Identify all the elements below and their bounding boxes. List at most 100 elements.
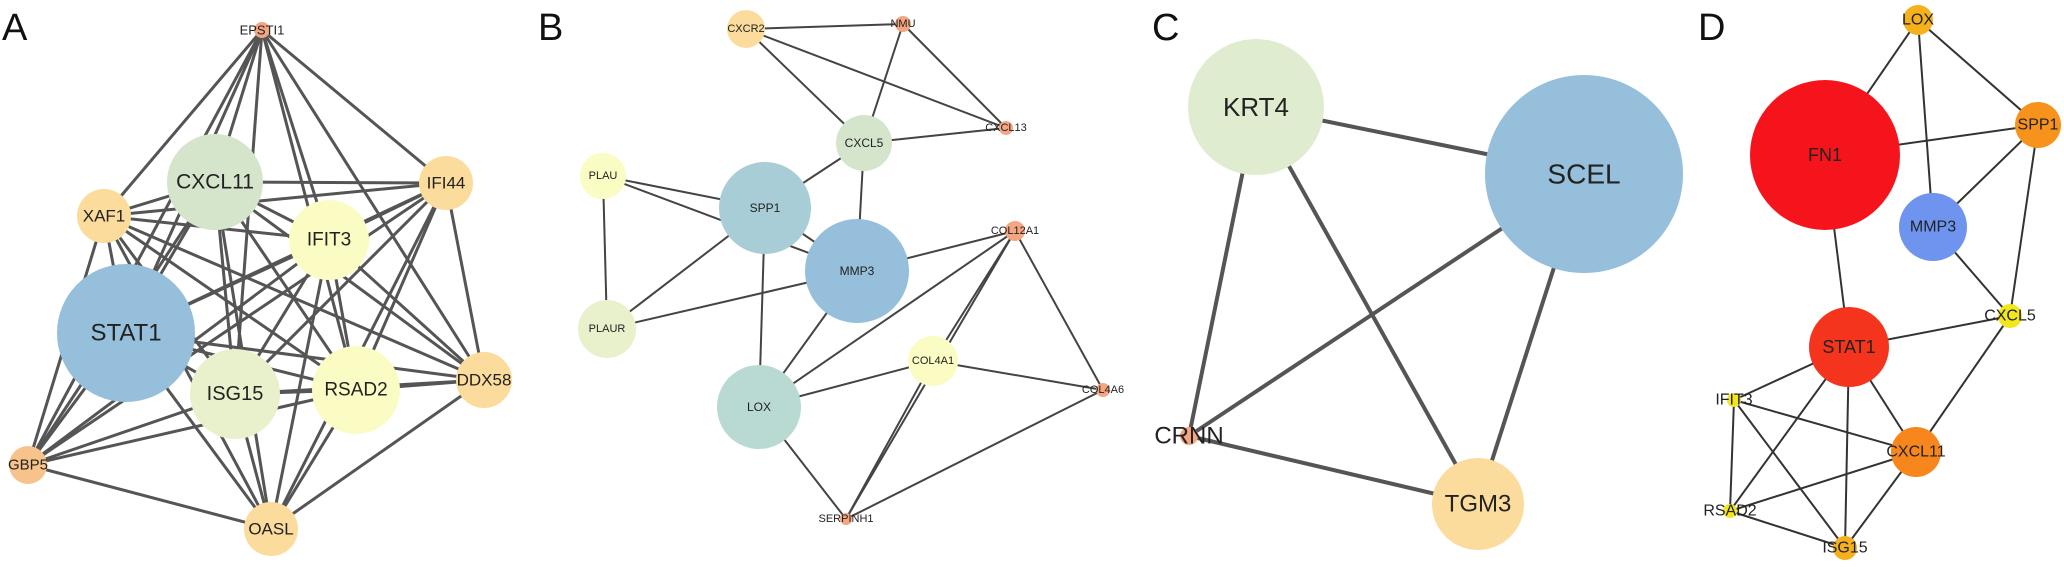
panel-a-node-ddx58-circle [456, 352, 512, 408]
panel-a-node-cxcl11-label: CXCL11 [176, 171, 254, 194]
panel-b-node-cxcl5-label: CXCL5 [845, 136, 884, 150]
panel-a-node-rsad2-circle [312, 346, 400, 434]
panel-b-node-spp1: SPP1 [719, 162, 811, 254]
panel-a-node-epsti1: EPSTI1 [240, 22, 285, 38]
panel-a-edge-ifi44-isg15 [233, 181, 448, 396]
panel-b-node-lox-circle [717, 365, 801, 449]
panel-b-node-col12a1: COL12A1 [991, 221, 1039, 241]
panel-b-node-cxcl13-circle [999, 121, 1013, 135]
panel-b-node-plaur-label: PLAUR [589, 323, 626, 335]
panel-a-letter: A [2, 7, 28, 49]
panel-b-node-spp1-circle [719, 162, 811, 254]
panel-c-node-tgm3-circle [1432, 458, 1524, 550]
panel-a-node-cxcl11-circle [167, 134, 263, 230]
panel-a-node-xaf1: XAF1 [77, 189, 131, 243]
panel-a-edge-rsad2-gbp5 [27, 388, 357, 467]
panel-a-edge-ifi44-ddx58 [444, 182, 486, 381]
panel-b-node-nmu-circle [895, 16, 911, 32]
panel-a-node-cxcl11: CXCL11 [167, 134, 263, 230]
panel-a-node-epsti1-circle [254, 22, 270, 38]
panel-d-edge-lox-spp1 [1917, 19, 2039, 126]
panel-c-node-tgm3-label: TGM3 [1445, 491, 1512, 518]
panel-a-node-ifit3-circle [289, 200, 369, 280]
panel-a-node-isg15-circle [190, 349, 280, 439]
panel-d-node-stat1: STAT1 [1809, 307, 1889, 387]
panel-b-node-cxcl13: CXCL13 [985, 121, 1027, 135]
panel-a-edge-ddx58-oasl [270, 378, 485, 531]
panel-a-node-gbp5: GBP5 [8, 446, 48, 484]
panel-b-letter: B [538, 7, 563, 49]
panel-d-edge-ifit3-rsad2 [1729, 399, 1735, 512]
panel-c-node-krt4-label: KRT4 [1223, 92, 1289, 122]
panel-d-node-fn1-circle [1750, 80, 1900, 230]
panel-b-node-col4a6-label: COL4A6 [1082, 384, 1124, 396]
panel-b-node-mmp3: MMP3 [805, 219, 909, 323]
panel-b-node-mmp3-circle [805, 219, 909, 323]
panel-a-edge-epsti1-ifi44 [261, 28, 447, 185]
panel-b-node-mmp3-label: MMP3 [840, 264, 875, 278]
panel-b-node-col4a1: COL4A1 [908, 336, 958, 386]
panel-b-edge-cxcr2-nmu [745, 23, 904, 30]
panel-b-node-serpinh1: SERPINH1 [818, 513, 874, 525]
panel-b-edge-nmu-cxcl13 [902, 23, 1007, 129]
panel-b-node-cxcr2: CXCR2 [727, 10, 765, 48]
panel-b-node-cxcl13-label: CXCL13 [985, 122, 1027, 134]
panel-c-node-tgm3: TGM3 [1432, 458, 1524, 550]
panel-d-node-cxcl5: CXCL5 [1984, 304, 2036, 328]
panel-d-node-spp1-label: SPP1 [2018, 117, 2059, 134]
panel-a-edge-ifi44-xaf1 [103, 181, 447, 218]
panel-a-node-oasl: OASL [244, 502, 298, 556]
panel-d-edge-cxcl5-cxcl11 [1915, 315, 2011, 453]
panel-d-node-rsad2: RSAD2 [1703, 503, 1756, 520]
panel-a-node-xaf1-label: XAF1 [83, 207, 126, 226]
panel-d-node-fn1-label: FN1 [1808, 145, 1842, 165]
panel-a-node-ifi44: IFI44 [419, 156, 473, 210]
panel-b-node-col12a1-circle [1005, 221, 1025, 241]
panel-b-node-nmu: NMU [890, 16, 916, 32]
panel-b-node-col4a6-circle [1096, 383, 1110, 397]
panel-a-edge-gbp5-oasl [27, 463, 272, 531]
panel-b-edge-col4a1-serpinh1 [845, 360, 934, 520]
panel-d-node-ifit3: IFIT3 [1715, 392, 1752, 409]
panel-b-node-col4a1-label: COL4A1 [912, 355, 954, 367]
panel-a-node-stat1: STAT1 [57, 264, 195, 402]
panel-b-node-nmu-label: NMU [890, 18, 915, 30]
panel-a-edge-epsti1-gbp5 [26, 29, 264, 466]
panel-d-edge-lox-mmp3 [1917, 19, 1934, 228]
panel-d: D LOXFN1SPP1MMP3CXCL5STAT1IFIT3CXCL11RSA… [1698, 5, 2061, 560]
panel-d-node-ifit3-label: IFIT3 [1715, 392, 1752, 409]
panel-d-node-rsad2-label: RSAD2 [1703, 503, 1756, 520]
panel-a-node-ifi44-circle [419, 156, 473, 210]
panel-d-node-isg15-label: ISG15 [1822, 540, 1867, 557]
panel-a-node-epsti1-label: EPSTI1 [240, 23, 285, 38]
panel-b-node-lox-label: LOX [747, 400, 771, 414]
panel-a-node-ddx58: DDX58 [456, 352, 512, 408]
panel-b-node-cxcr2-circle [727, 10, 765, 48]
panel-d-node-isg15: ISG15 [1822, 536, 1868, 560]
panel-a-node-stat1-circle [57, 264, 195, 402]
panel-c-node-crnn-label: CRNN [1154, 423, 1223, 450]
panel-b-node-plau-label: PLAU [589, 170, 618, 182]
panel-a-node-isg15: ISG15 [190, 349, 280, 439]
panel-d-edge-ifit3-cxcl11 [1733, 399, 1917, 453]
panel-b-node-serpinh1-label: SERPINH1 [818, 513, 873, 525]
panel-c-letter: C [1152, 7, 1179, 49]
panel-d-node-lox-label: LOX [1902, 12, 1934, 29]
panel-d-node-lox-circle [1903, 5, 1933, 35]
panel-a-node-stat1-label: STAT1 [90, 320, 161, 347]
panel-d-node-mmp3-label: MMP3 [1910, 219, 1956, 236]
panel-c-node-scel-label: SCEL [1547, 159, 1620, 190]
panel-a-node-isg15-label: ISG15 [207, 383, 264, 405]
panel-a-node-oasl-circle [244, 502, 298, 556]
panel-b-node-col12a1-label: COL12A1 [991, 225, 1039, 237]
panel-d-node-fn1: FN1 [1750, 80, 1900, 230]
panel-c-edge-krt4-tgm3 [1254, 106, 1480, 505]
panel-a-edge-ifit3-oasl [269, 239, 331, 530]
panel-b-node-lox: LOX [717, 365, 801, 449]
panel-d-node-cxcl11-label: CXCL11 [1886, 444, 1945, 461]
